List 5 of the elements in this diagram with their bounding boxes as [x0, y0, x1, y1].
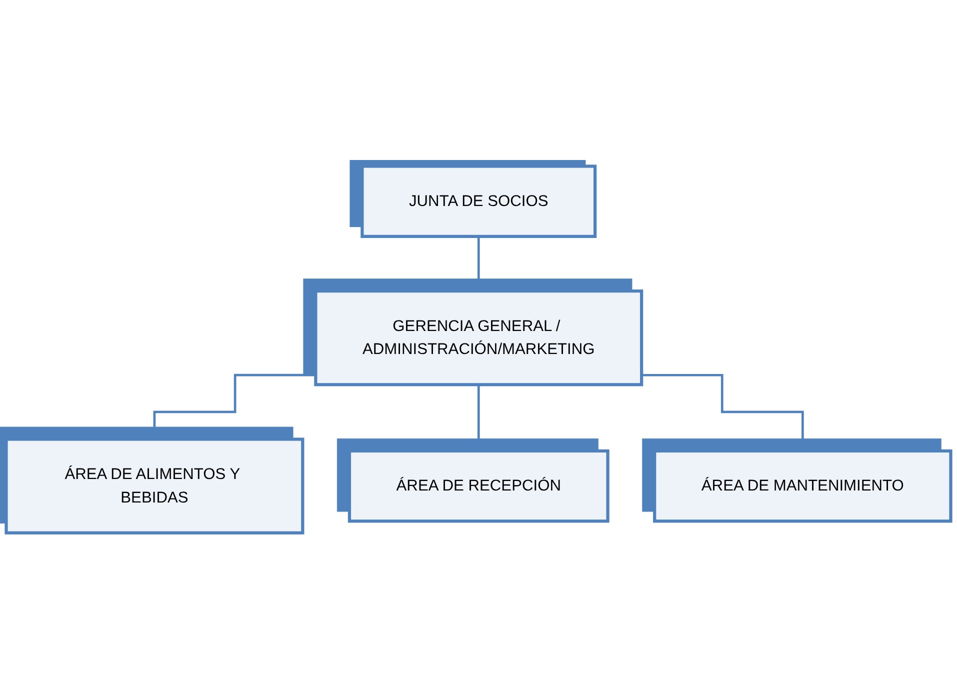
- node-box: JUNTA DE SOCIOS: [360, 165, 597, 238]
- node-box: ÁREA DE ALIMENTOS Y BEBIDAS: [4, 438, 304, 535]
- node-box: ÁREA DE MANTENIMIENTO: [653, 450, 952, 524]
- node-box: GERENCIA GENERAL / ADMINISTRACIÓN/MARKETING: [314, 290, 644, 387]
- node-box: ÁREA DE RECEPCIÓN: [348, 450, 610, 524]
